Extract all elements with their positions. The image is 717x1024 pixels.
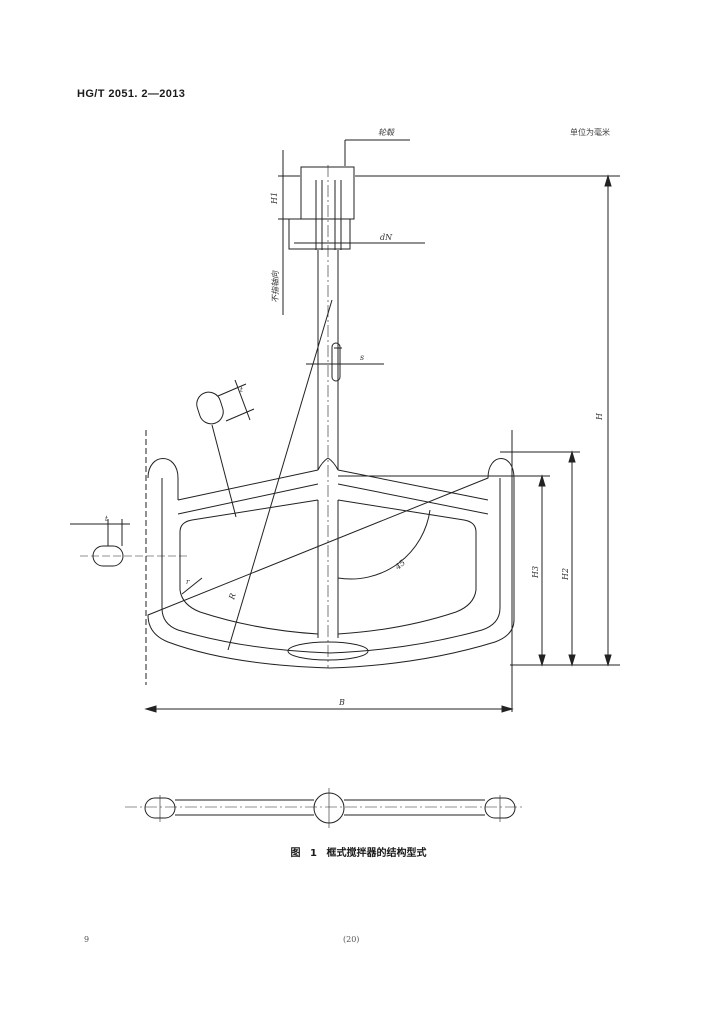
oval-section — [196, 379, 255, 518]
dim-big-r-label: R — [227, 592, 238, 601]
figure-caption: 图 1 框式搅拌器的结构型式 — [290, 848, 427, 859]
dim-h1-label: H1 — [270, 192, 279, 205]
bottom-lug — [287, 641, 369, 661]
dim-t-left-label: t — [105, 515, 108, 523]
arm-section-s — [306, 342, 384, 382]
frame-outer — [147, 458, 515, 669]
standard-number: HG/T 2051. 2—2013 — [77, 88, 186, 100]
dim-dn-label: dN — [380, 233, 393, 242]
dim-angle-label: 45 — [393, 558, 407, 572]
vertical-arm — [317, 165, 339, 668]
hub-callout-label: 轮毂 — [378, 128, 395, 137]
dim-t-top-label: t — [240, 386, 243, 394]
h1-dimension — [278, 150, 300, 315]
angle-arc — [337, 509, 431, 580]
dim-h3-label: H3 — [531, 566, 540, 579]
shaft-end-label: 不指轴向 — [271, 270, 280, 303]
h-dimension — [355, 174, 620, 667]
upper-arms — [177, 457, 489, 635]
page-number: (20) — [343, 935, 360, 944]
dim-s-label: s — [360, 353, 364, 362]
dim-h-label: H — [595, 412, 604, 421]
hub — [288, 166, 355, 250]
h2-dimension — [500, 450, 580, 667]
radius-r-inner-leader — [181, 577, 203, 595]
radius-r-leader — [227, 299, 333, 651]
dim-b-label: B — [338, 698, 345, 707]
h3-dimension — [338, 474, 550, 667]
unit-note: 单位为毫米 — [570, 128, 610, 137]
hub-callout-leader — [344, 139, 410, 166]
dim-h2-label: H2 — [561, 568, 570, 581]
dn-dimension — [294, 238, 425, 248]
top-view — [125, 788, 525, 828]
left-flat-bar-section — [70, 519, 190, 567]
b-dimension — [144, 430, 514, 713]
page-mark: 9 — [84, 935, 90, 944]
dim-r-label: r — [186, 578, 190, 586]
